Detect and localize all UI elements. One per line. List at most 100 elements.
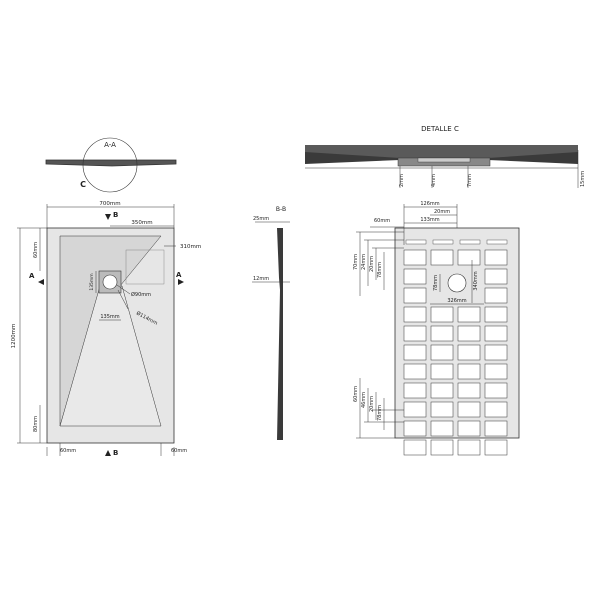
- dim-section-bb-12mm: 12mm: [253, 276, 269, 282]
- dim-grid-126mm: 126mm: [420, 201, 439, 207]
- grid-cell: [403, 420, 427, 437]
- dim-grid-60mm-bottom: 60mm: [353, 386, 359, 402]
- grid-cell: [484, 344, 508, 361]
- grid-slot: [432, 239, 454, 245]
- section-aa: A-A C: [45, 137, 177, 193]
- dim-grid-340mm: 340mm: [473, 271, 479, 290]
- dim-detail-2mm: 2mm: [399, 174, 405, 187]
- dim-plan-80mm-bottom: 80mm: [33, 416, 39, 432]
- dim-grid-326mm: 326mm: [447, 298, 466, 304]
- detail-c-surface-hatch: [305, 145, 578, 158]
- grid-cell: [403, 382, 427, 399]
- detail-c-drain-grate: [417, 157, 471, 163]
- dim-grid-46mm: 46mm: [361, 392, 367, 408]
- dim-grid-78mm: 78mm: [433, 275, 439, 291]
- dim-plan-135mm-vertical: 135mm: [89, 273, 95, 290]
- detail-c: DETALLE C 2mm 4mm 7mm 15mm: [305, 125, 586, 188]
- grid-cell: [484, 306, 508, 323]
- grid-cell: [457, 249, 481, 266]
- grid-cell: [430, 325, 454, 342]
- dim-grid-20mm-bottom: 20mm: [369, 396, 375, 412]
- section-marker-b-bottom: B: [113, 449, 118, 457]
- grid-cell: [484, 420, 508, 437]
- grid-cell: [457, 344, 481, 361]
- dim-plan-60mm-right: 60mm: [171, 448, 187, 454]
- section-marker-b-top: B: [113, 211, 118, 219]
- grid-cell: [403, 344, 427, 361]
- grid-cell: [430, 382, 454, 399]
- dim-plan-135mm-horizontal: 135mm: [100, 314, 119, 320]
- dim-grid-60mm: 60mm: [374, 218, 390, 224]
- grid-slot: [405, 239, 427, 245]
- grid-cell: [430, 249, 454, 266]
- grid-cell: [484, 401, 508, 418]
- grid-cell: [430, 420, 454, 437]
- section-bb-profile: [277, 228, 283, 440]
- plan-drain-circle: [102, 274, 118, 290]
- dim-section-bb-25mm: 25mm: [253, 216, 269, 222]
- dim-detail-15mm: 15mm: [580, 171, 586, 187]
- underside-view: 126mm 20mm 133mm 60mm 326mm 340mm 78mm 7…: [353, 201, 520, 456]
- grid-cell: [430, 306, 454, 323]
- detail-c-title: DETALLE C: [421, 125, 459, 133]
- grid-cell: [484, 249, 508, 266]
- dim-plan-1200mm: 1200mm: [11, 324, 17, 349]
- grid-cell: [484, 363, 508, 380]
- dim-grid-133mm: 133mm: [420, 217, 439, 223]
- dim-detail-7mm: 7mm: [467, 174, 473, 187]
- dim-grid-20mm: 20mm: [434, 209, 450, 215]
- section-arrow-a-left: [38, 279, 44, 285]
- dim-grid-20mm-vertical: 20mm: [369, 256, 375, 272]
- section-marker-a-right: A: [176, 271, 182, 279]
- grid-cell: [430, 363, 454, 380]
- dim-plan-700mm: 700mm: [99, 201, 120, 207]
- grid-cell: [403, 363, 427, 380]
- grid-cell: [430, 401, 454, 418]
- dim-plan-310mm: 310mm: [180, 244, 201, 250]
- grid-cell: [403, 287, 427, 304]
- underside-drain-hole: [447, 273, 467, 293]
- grid-cell: [457, 382, 481, 399]
- grid-cell: [484, 268, 508, 285]
- dim-grid-24mm: 24mm: [361, 254, 367, 270]
- grid-cell: [484, 382, 508, 399]
- grid-cell: [457, 325, 481, 342]
- detail-c-callout-circle: [82, 137, 138, 193]
- dim-detail-4mm: 4mm: [431, 174, 437, 187]
- grid-cell: [484, 439, 508, 456]
- plan-view: 700mm 350mm 310mm 1200mm 60mm 80mm 135mm…: [11, 201, 201, 457]
- section-arrow-b-bottom: [105, 450, 111, 456]
- underside-grid: [403, 239, 508, 456]
- grid-cell: [484, 325, 508, 342]
- section-arrow-b-top: [105, 214, 111, 220]
- grid-cell: [403, 306, 427, 323]
- detail-c-callout-label: C: [80, 180, 86, 189]
- grid-cell: [457, 439, 481, 456]
- dim-plan-60mm-top: 60mm: [33, 242, 39, 258]
- section-aa-label: A-A: [104, 141, 116, 149]
- grid-cell: [457, 363, 481, 380]
- dim-grid-78mm-vertical: 78mm: [377, 262, 383, 278]
- dim-grid-70mm: 70mm: [353, 254, 359, 270]
- grid-cell: [430, 344, 454, 361]
- dim-plan-phi90: Ø90mm: [131, 291, 151, 298]
- section-bb-label: B-B: [276, 206, 286, 213]
- section-aa-profile: [45, 159, 177, 167]
- grid-cell: [403, 401, 427, 418]
- section-arrow-a-right: [178, 279, 184, 285]
- grid-cell: [457, 420, 481, 437]
- dim-plan-60mm-left: 60mm: [60, 448, 76, 454]
- dim-grid-78mm-bottom: 78mm: [377, 405, 383, 421]
- plan-inner-rect: [125, 249, 165, 285]
- section-marker-a-left: A: [29, 272, 35, 280]
- section-bb: B-B 25mm 12mm: [252, 206, 290, 440]
- grid-cell: [457, 306, 481, 323]
- grid-cell: [457, 401, 481, 418]
- dim-plan-350mm: 350mm: [131, 220, 152, 226]
- grid-cell: [403, 268, 427, 285]
- grid-cell: [403, 439, 427, 456]
- grid-cell: [403, 325, 427, 342]
- grid-cell: [403, 249, 427, 266]
- grid-cell: [430, 439, 454, 456]
